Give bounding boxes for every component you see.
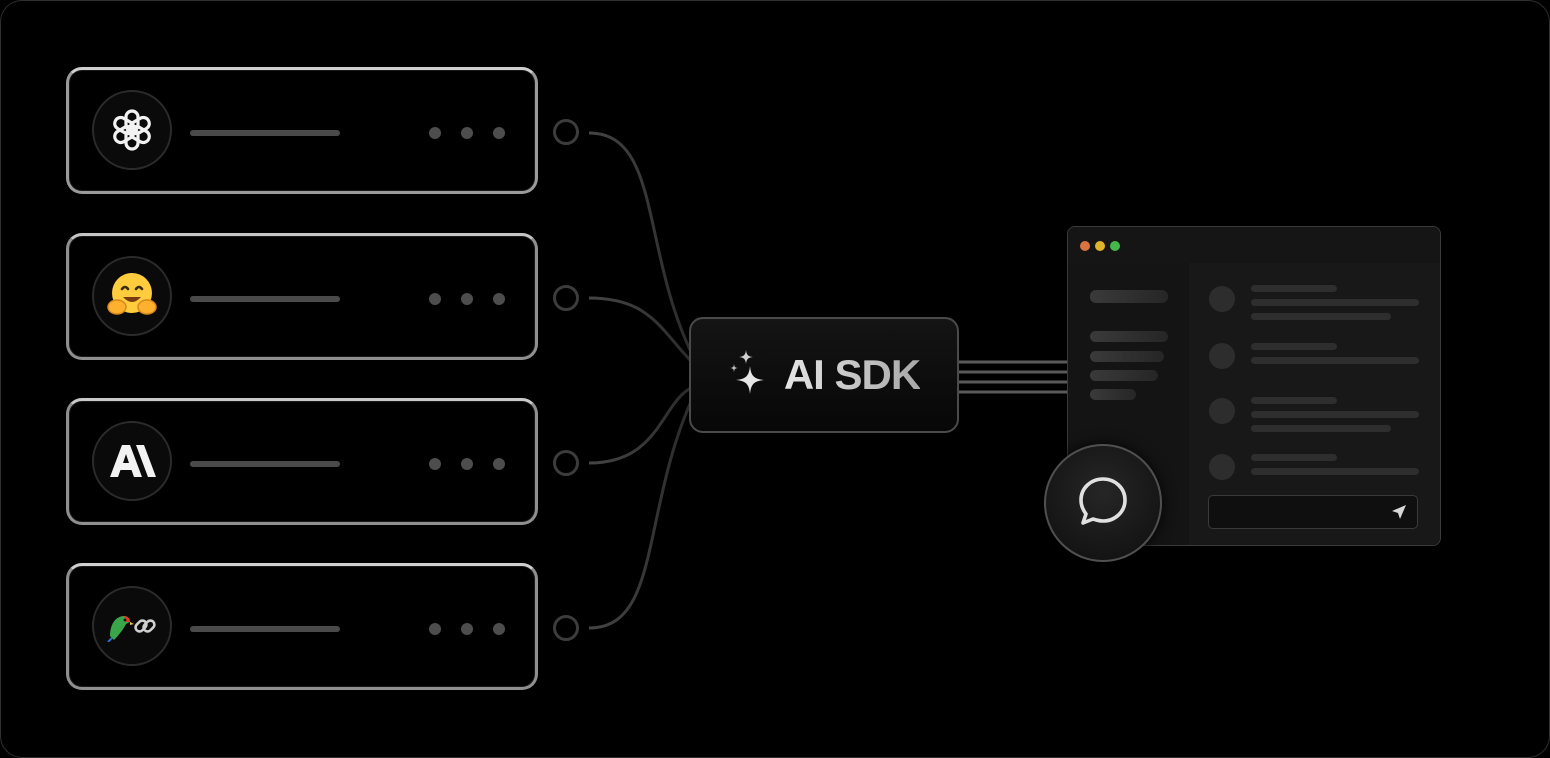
message-line <box>1251 299 1419 306</box>
minimize-window-dot[interactable] <box>1095 241 1105 251</box>
message-input[interactable] <box>1208 495 1418 529</box>
sidebar-item[interactable] <box>1090 370 1158 381</box>
ai-sdk-node: AI SDK <box>689 317 959 433</box>
message-line <box>1251 285 1337 292</box>
provider-card-langchain[interactable] <box>66 563 538 690</box>
avatar <box>1209 286 1235 312</box>
sidebar-item[interactable] <box>1090 290 1168 303</box>
sparkles-icon <box>728 348 768 403</box>
chat-bubble-icon <box>1075 473 1131 534</box>
more-options-icon[interactable] <box>429 458 505 470</box>
message-line <box>1251 343 1337 350</box>
wire-openai <box>588 131 695 357</box>
wire-langchain <box>588 396 695 630</box>
sidebar-item[interactable] <box>1090 331 1168 342</box>
message-line <box>1251 468 1419 475</box>
avatar <box>1209 454 1235 480</box>
sidebar-item[interactable] <box>1090 389 1136 400</box>
provider-card-anthropic[interactable] <box>66 398 538 525</box>
port-langchain <box>553 615 579 641</box>
message-line <box>1251 425 1391 432</box>
avatar <box>1209 343 1235 369</box>
provider-placeholder-line <box>190 461 340 467</box>
provider-placeholder-line <box>190 130 340 136</box>
more-options-icon[interactable] <box>429 127 505 139</box>
message-line <box>1251 397 1337 404</box>
message-line <box>1251 357 1419 364</box>
close-window-dot[interactable] <box>1080 241 1090 251</box>
avatar <box>1209 398 1235 424</box>
more-options-icon[interactable] <box>429 623 505 635</box>
provider-placeholder-line <box>190 296 340 302</box>
send-arrow-icon[interactable] <box>1391 504 1407 525</box>
provider-placeholder-line <box>190 626 340 632</box>
parrot-link-icon <box>92 586 172 666</box>
message-line <box>1251 454 1337 461</box>
message-line <box>1251 313 1391 320</box>
chat-messages-pane <box>1189 263 1440 545</box>
wire-anthropic <box>588 385 694 465</box>
anthropic-logo-icon <box>92 421 172 501</box>
provider-card-huggingface[interactable] <box>66 233 538 360</box>
maximize-window-dot[interactable] <box>1110 241 1120 251</box>
openai-logo-icon <box>92 90 172 170</box>
window-titlebar <box>1068 227 1440 263</box>
message-line <box>1251 411 1419 418</box>
port-anthropic <box>553 450 579 476</box>
hugging-face-emoji-icon <box>92 256 172 336</box>
more-options-icon[interactable] <box>429 293 505 305</box>
sidebar-item[interactable] <box>1090 351 1164 362</box>
port-openai <box>553 119 579 145</box>
chat-launcher-button[interactable] <box>1044 444 1162 562</box>
product-label: AI SDK <box>783 351 921 398</box>
provider-card-openai[interactable] <box>66 67 538 194</box>
wire-huggingface <box>588 296 695 365</box>
port-huggingface <box>553 285 579 311</box>
